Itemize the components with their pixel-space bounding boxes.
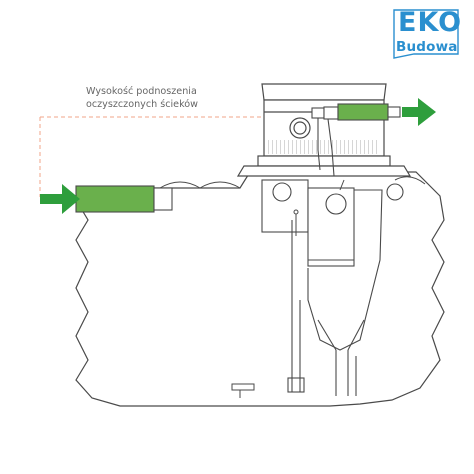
rods (293, 179, 345, 236)
inlet-pipe (75, 185, 173, 213)
logo-budowa-text: Budowa (396, 39, 458, 55)
tank-ribs (159, 176, 426, 189)
logo-frame (393, 9, 459, 59)
lift-height-caption-line-1: Wysokość podnoszenia (86, 86, 197, 97)
outlet-arrow-icon (402, 98, 436, 126)
eko-budowa-logo: EKO Budowa (392, 6, 464, 62)
bottom-drain (231, 383, 255, 398)
outlet-pipe (311, 103, 401, 177)
riser (236, 83, 412, 177)
logo-eko-text: EKO (398, 7, 463, 38)
riser-corrugation (268, 140, 380, 154)
inlet-arrow-icon (40, 184, 80, 214)
inner-chambers (261, 179, 404, 396)
pump-gauge (289, 117, 311, 139)
lift-height-caption-line-2: oczyszczonych ścieków (86, 99, 199, 110)
